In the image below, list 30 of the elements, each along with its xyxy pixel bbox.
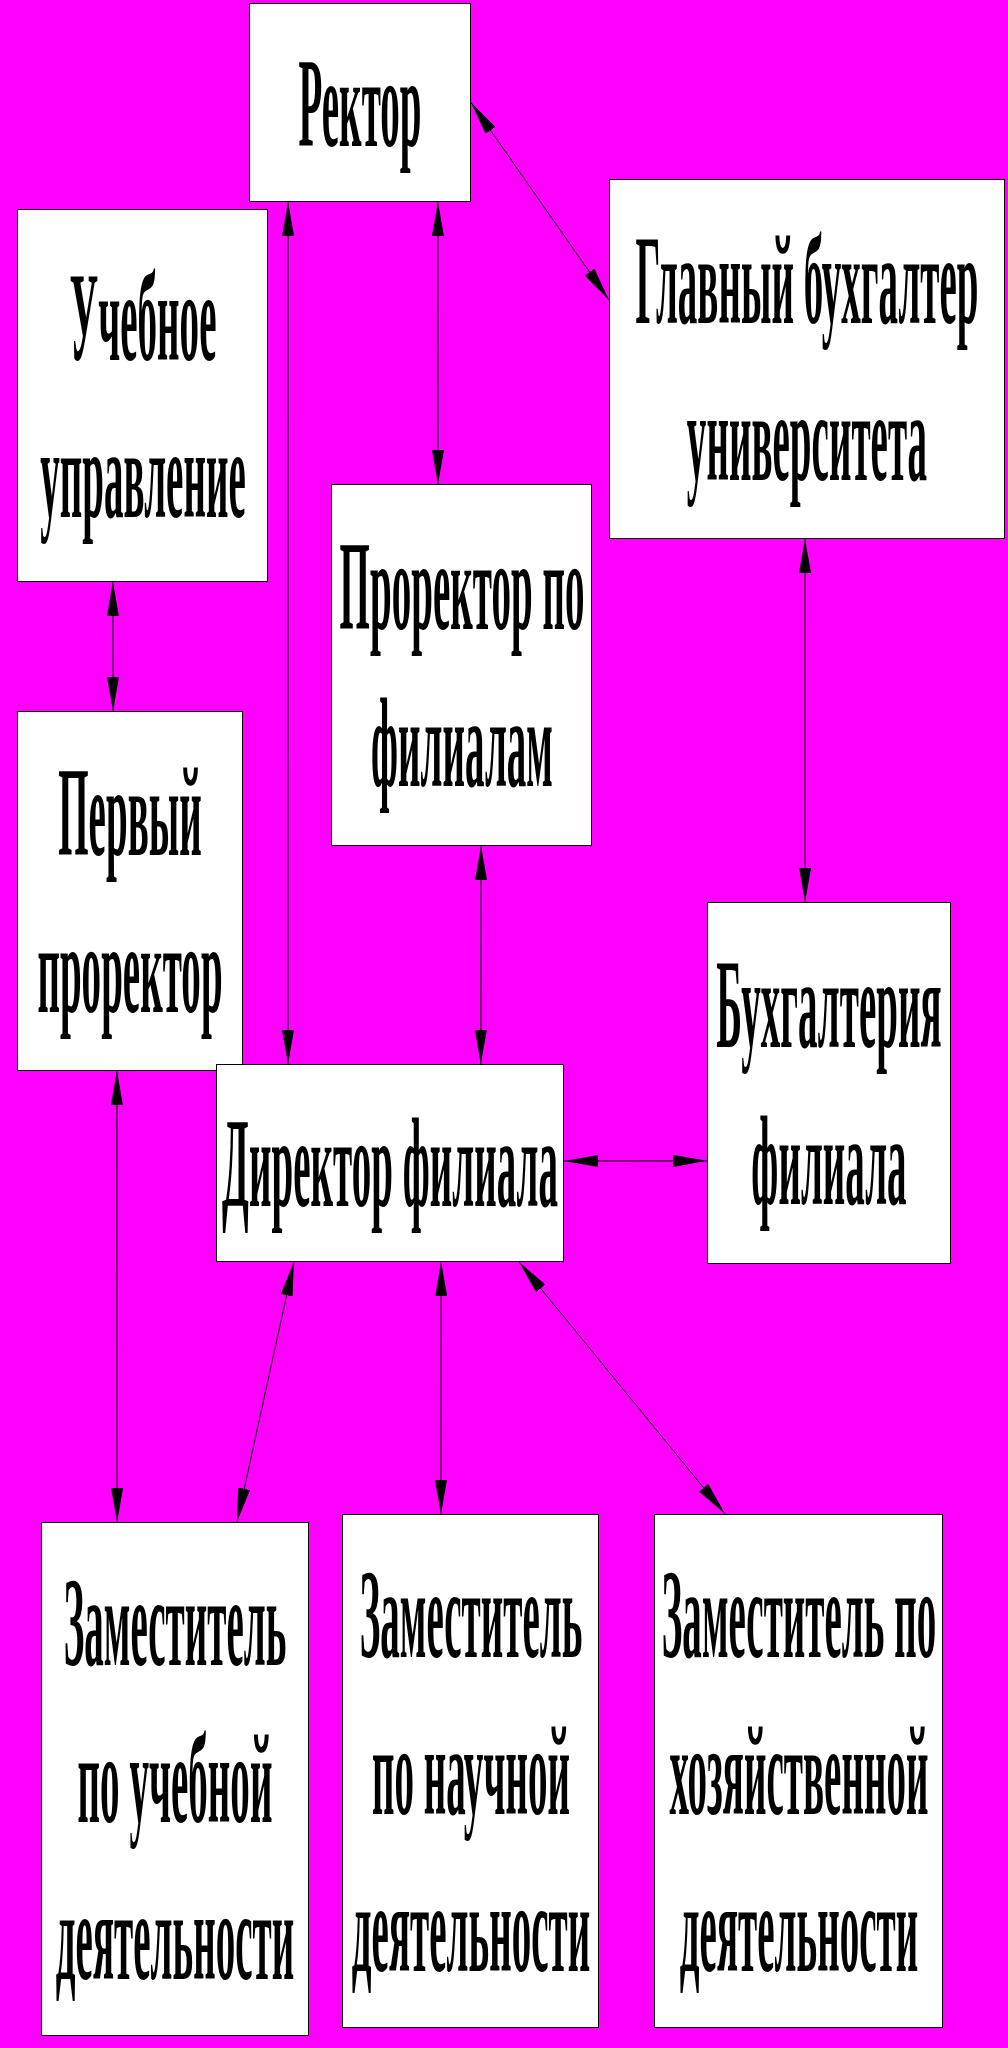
double-arrow <box>434 1261 448 1515</box>
org-box <box>331 484 592 846</box>
box-label: Учебное управление <box>38 246 247 546</box>
box-label: Заместитель по научной деятельности <box>350 1543 591 2000</box>
double-arrow <box>106 581 119 712</box>
double-arrow <box>518 1261 726 1515</box>
box-label: Директор филиала <box>222 1092 558 1235</box>
box-label: Первый проректор <box>36 742 224 1041</box>
box-label: Проректор по филиалам <box>338 516 585 815</box>
org-box <box>17 209 268 582</box>
double-arrow <box>110 1070 124 1523</box>
org-box <box>707 902 951 1264</box>
box-label: Заместитель по учебной деятельности <box>54 1551 296 2008</box>
org-box <box>609 179 1005 539</box>
double-arrow <box>563 1154 708 1167</box>
org-box <box>216 1064 564 1262</box>
org-box <box>17 711 243 1071</box>
box-label: Ректор <box>298 32 422 175</box>
double-arrow <box>474 845 488 1065</box>
double-arrow <box>282 201 295 1065</box>
box-label: Заместитель по хозяйственной деятельности <box>660 1543 937 2000</box>
org-box <box>41 1522 309 2036</box>
box-label: Бухгалтерия филиала <box>715 934 943 1233</box>
double-arrow <box>799 538 812 903</box>
box-label: Главный бухгалтер университета <box>634 210 980 509</box>
double-arrow <box>431 201 444 485</box>
double-arrow <box>236 1261 295 1523</box>
double-arrow <box>470 102 610 301</box>
org-box <box>342 1514 599 2028</box>
org-box <box>249 3 471 202</box>
